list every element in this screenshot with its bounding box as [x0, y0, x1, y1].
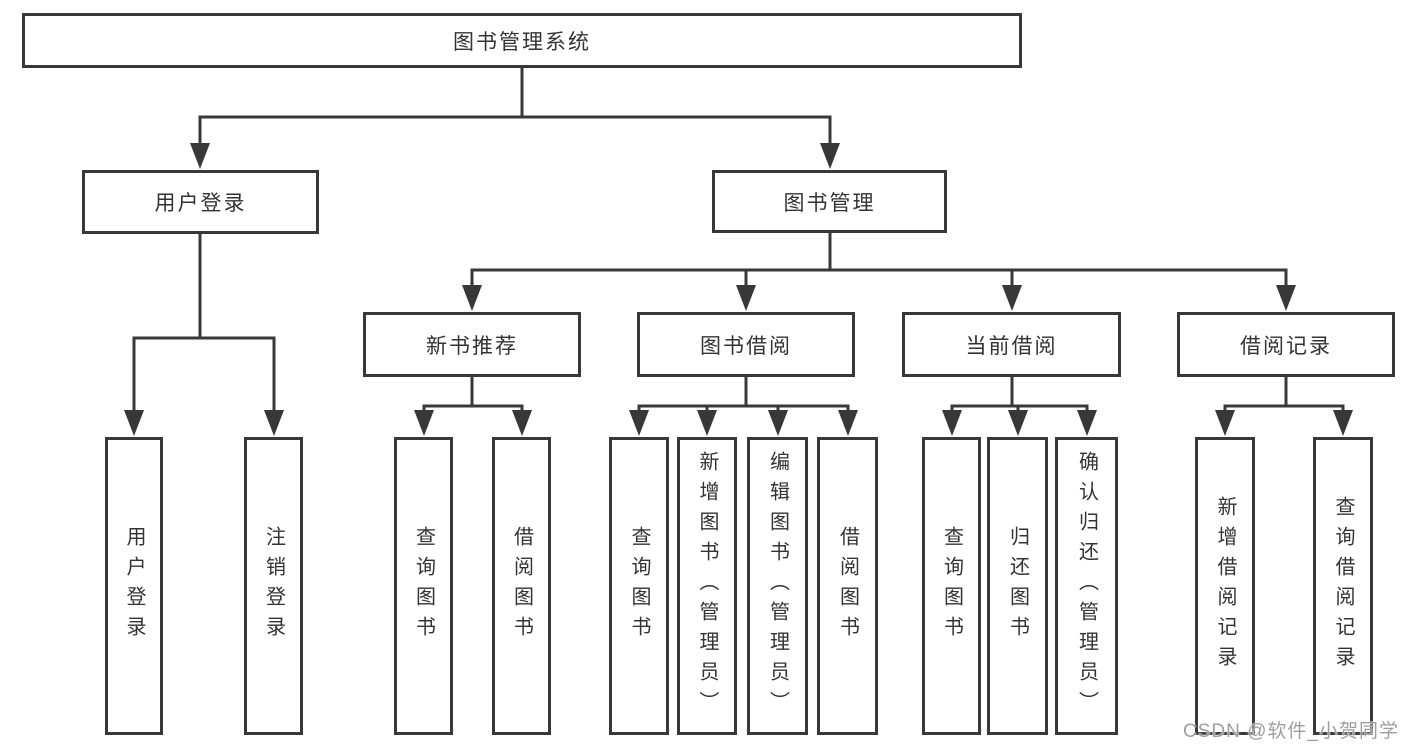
leaf-recommend-borrow-book: 借阅图书	[492, 437, 551, 735]
node-new-book-recommend-label: 新书推荐	[426, 334, 518, 358]
leaf-borrowing-add-book-admin: 新增图书（管理员）	[677, 437, 737, 735]
node-user-login-label: 用户登录	[154, 192, 247, 215]
connector-borrow-records-to-leaves	[1215, 375, 1353, 436]
leaf-borrowing-edit-book-admin: 编辑图书（管理员）	[747, 437, 808, 735]
leaf-borrowing-edit-book-admin-label: 编辑图书（管理员）	[766, 451, 789, 721]
node-borrowing-records-label: 借阅记录	[1240, 334, 1332, 358]
leaf-borrowing-query-book: 查询图书	[609, 437, 669, 735]
leaf-records-query-record: 查询借阅记录	[1313, 437, 1373, 735]
leaf-user-login: 用户登录	[105, 437, 163, 735]
leaf-user-login-label: 用户登录	[123, 526, 145, 646]
connector-user-login-to-leaves	[124, 232, 284, 436]
leaf-recommend-borrow-book-label: 借阅图书	[510, 526, 533, 646]
leaf-current-query-book-label: 查询图书	[940, 526, 963, 646]
leaf-borrowing-borrow-book-label: 借阅图书	[836, 526, 859, 646]
connector-book-borrow-to-leaves	[629, 375, 858, 436]
node-book-borrowing: 图书借阅	[637, 312, 855, 377]
leaf-borrowing-add-book-admin-label: 新增图书（管理员）	[696, 451, 718, 721]
leaf-borrowing-borrow-book: 借阅图书	[817, 437, 878, 735]
node-root-system: 图书管理系统	[22, 13, 1022, 68]
leaf-borrowing-query-book-label: 查询图书	[628, 526, 650, 646]
leaf-records-add-record: 新增借阅记录	[1195, 437, 1255, 735]
node-new-book-recommend: 新书推荐	[363, 312, 581, 377]
node-book-management-label: 图书管理	[783, 191, 876, 215]
leaf-current-return-book: 归还图书	[987, 437, 1048, 735]
connector-current-borrow-to-leaves	[942, 375, 1097, 436]
node-current-borrowing-label: 当前借阅	[965, 334, 1058, 358]
csdn-watermark: CSDN @软件_小贺同学	[1183, 721, 1399, 742]
node-borrowing-records: 借阅记录	[1177, 312, 1395, 377]
node-book-management: 图书管理	[712, 170, 947, 233]
leaf-records-query-record-label: 查询借阅记录	[1332, 496, 1354, 676]
connector-new-book-rec-to-leaves	[414, 375, 532, 436]
node-current-borrowing: 当前借阅	[902, 312, 1121, 377]
leaf-recommend-query-book: 查询图书	[394, 437, 453, 735]
leaf-current-confirm-return-admin-label: 确认归还（管理员）	[1075, 451, 1098, 721]
connector-root-to-level2	[190, 66, 840, 169]
leaf-records-add-record-label: 新增借阅记录	[1214, 496, 1236, 676]
node-book-borrowing-label: 图书借阅	[700, 334, 792, 358]
leaf-recommend-query-book-label: 查询图书	[412, 526, 435, 646]
connector-book-mgmt-to-level3	[462, 231, 1296, 311]
leaf-logout-label: 注销登录	[262, 526, 285, 646]
leaf-current-return-book-label: 归还图书	[1006, 526, 1029, 646]
node-user-login: 用户登录	[82, 170, 319, 234]
node-root-system-label: 图书管理系统	[453, 30, 591, 54]
leaf-current-confirm-return-admin: 确认归还（管理员）	[1055, 437, 1118, 735]
leaf-logout: 注销登录	[244, 437, 303, 735]
leaf-current-query-book: 查询图书	[922, 437, 981, 735]
